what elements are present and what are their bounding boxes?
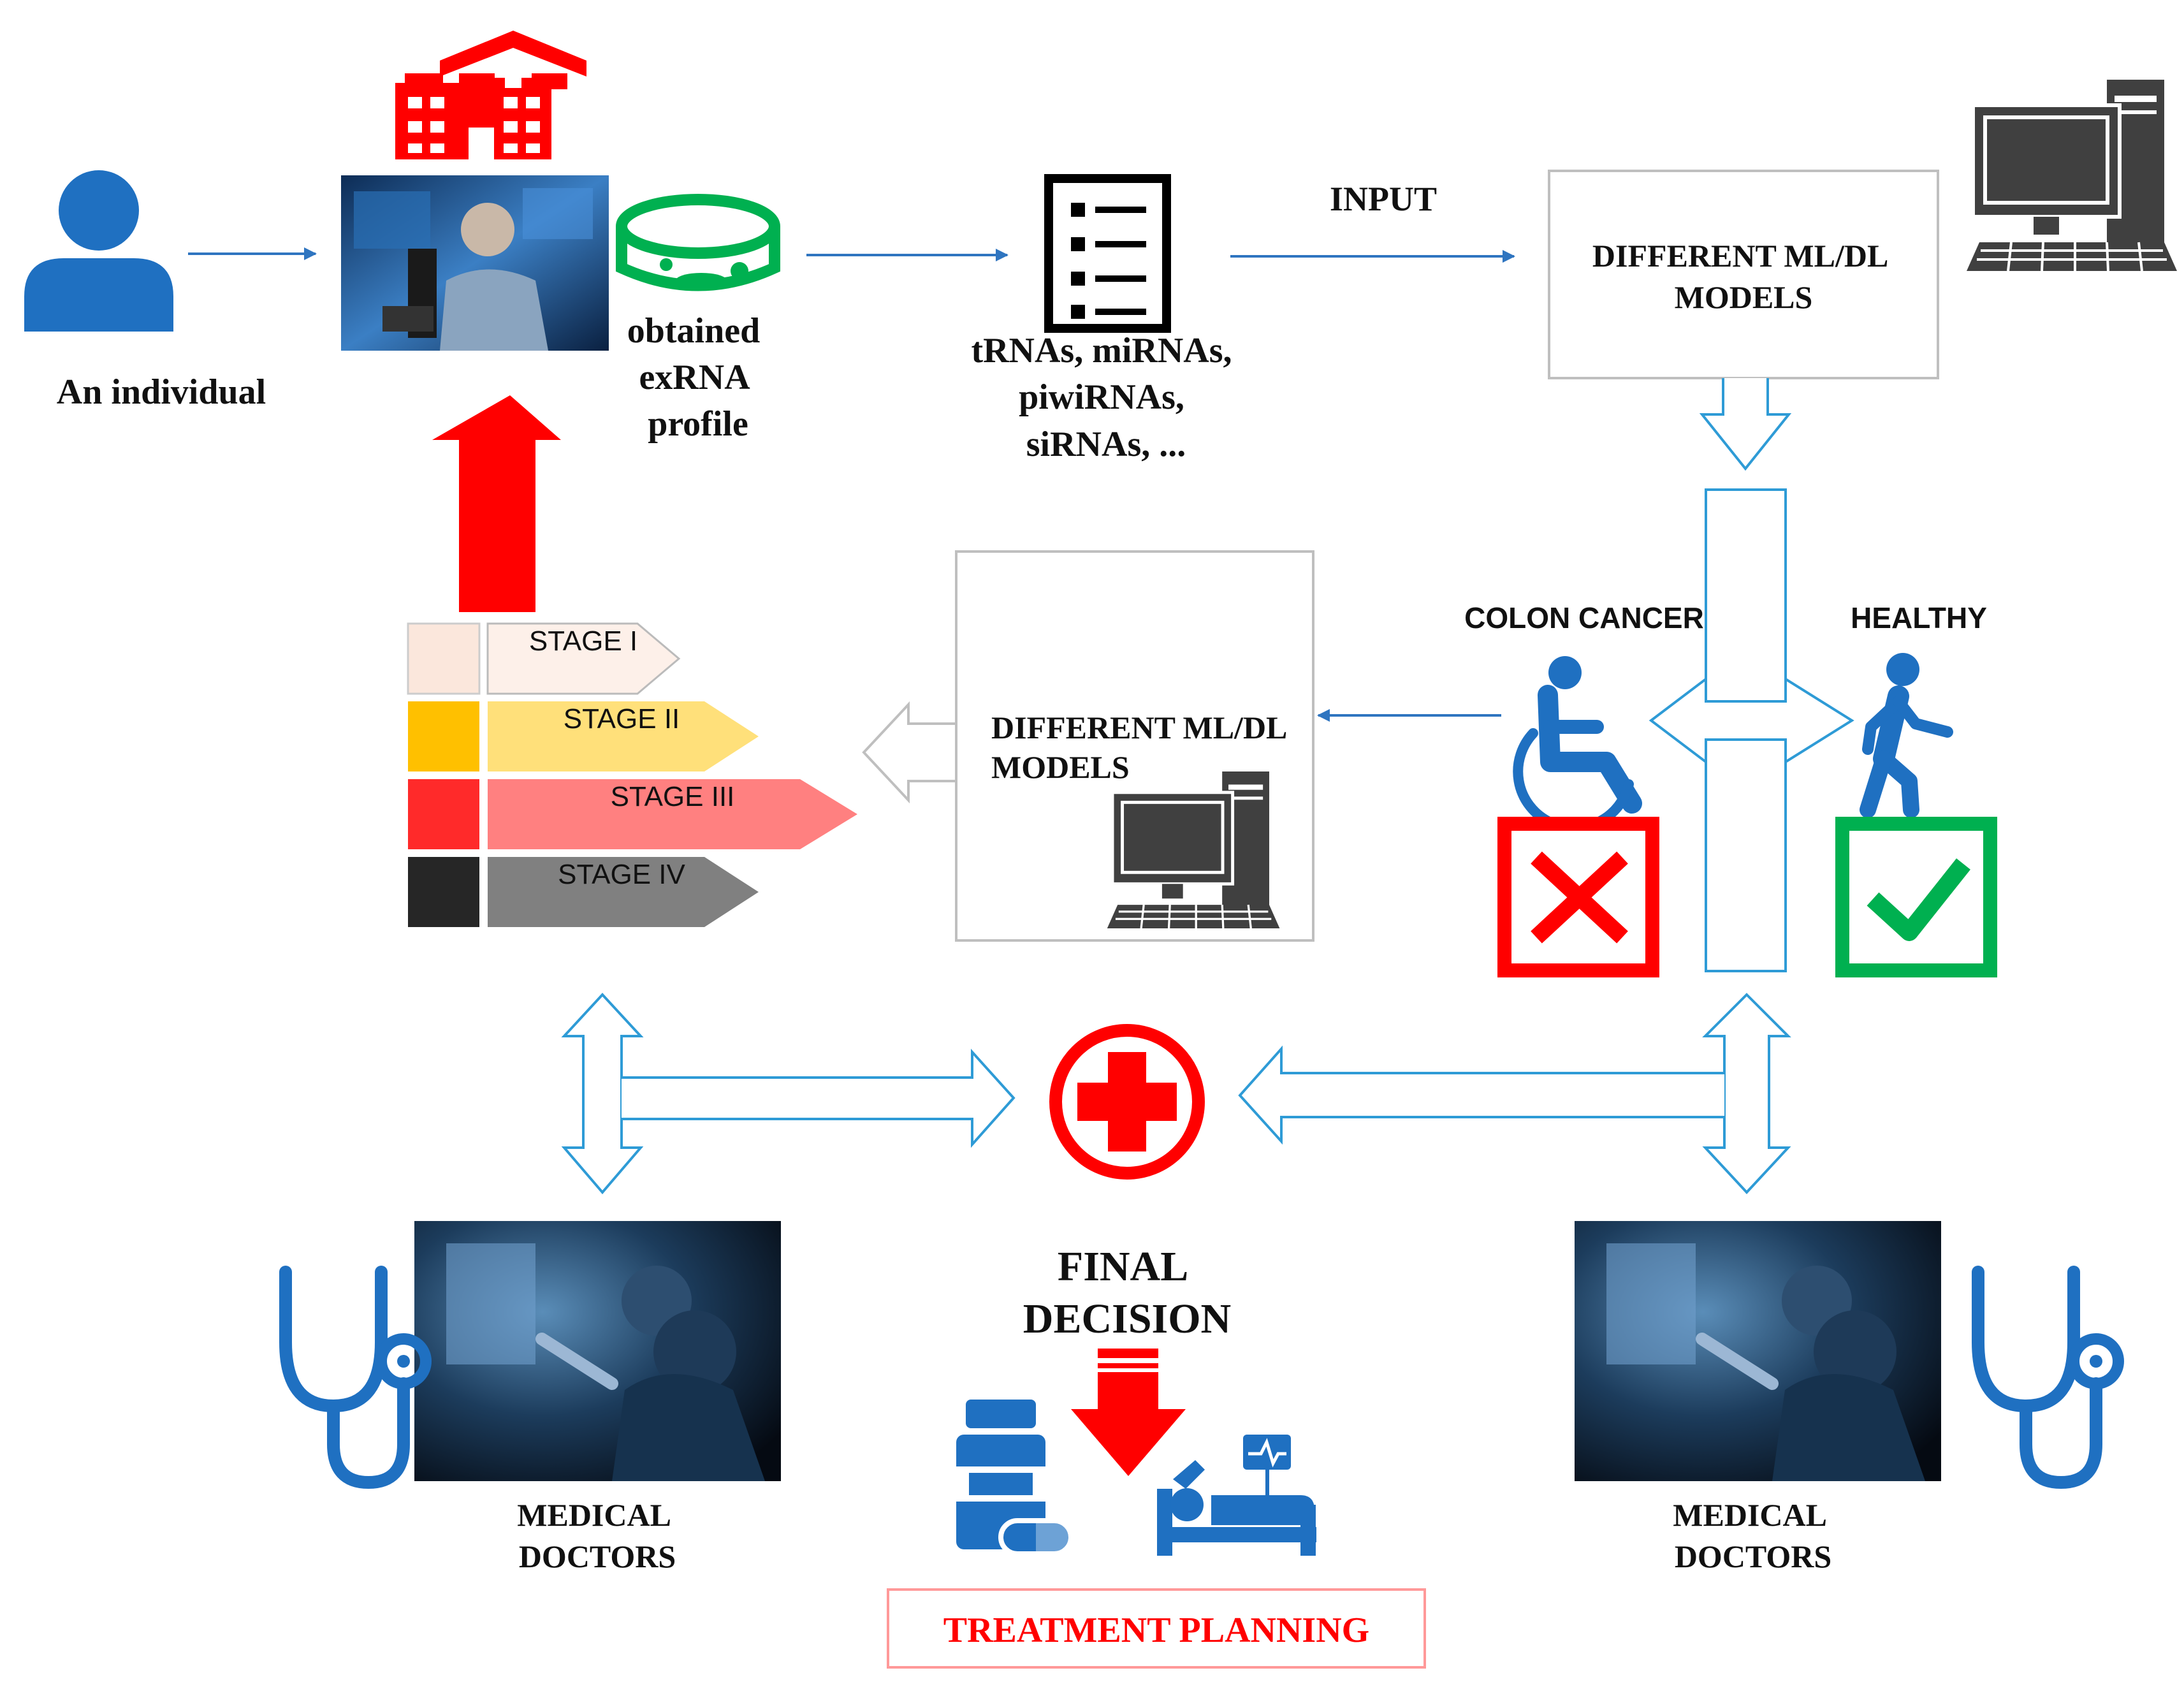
stage-chart: STAGE I STAGE II STAGE III STAGE IV <box>407 622 857 927</box>
svg-text:FINAL DECISION: FINAL DECISION <box>1023 1243 1231 1342</box>
svg-text:tRNAs, miRNAs, piwiRNAs,: tRNAs, miRNAs, piwiRNAs, siRNAs, ... <box>971 331 1241 464</box>
rna-label-line2: piwiRNAs, <box>1019 377 1184 417</box>
individual-label: An individual <box>57 372 266 412</box>
computer-icon <box>1967 80 2177 271</box>
petri-dish-icon <box>616 194 780 291</box>
final-label-line2: DECISION <box>1023 1296 1231 1342</box>
hospital-icon <box>395 31 586 159</box>
hospital-bed-icon <box>1157 1435 1316 1556</box>
models-box-top <box>1548 170 1939 379</box>
treatment-planning-label: TREATMENT PLANNING <box>943 1611 1369 1650</box>
stage-label: STAGE I <box>529 625 637 657</box>
doctors-left-line2: DOCTORS <box>519 1539 676 1574</box>
checklist-icon <box>1044 174 1171 333</box>
doctors-right-line1: MEDICAL <box>1673 1497 1826 1533</box>
hollow-double-arrow <box>1649 676 1854 765</box>
models-top-line1: DIFFERENT ML/DL <box>1592 238 1888 274</box>
stethoscope-icon <box>286 1272 426 1482</box>
treatment-planning-box <box>887 1588 1426 1669</box>
colon-cancer-label: COLON CANCER <box>1464 601 1704 634</box>
models-top-line2: MODELS <box>1675 279 1813 315</box>
hollow-vertical-double-arrow <box>561 993 644 1195</box>
pill-icon <box>998 1518 1074 1556</box>
stage-row: STAGE I <box>407 622 681 695</box>
models-mid-line2: MODELS <box>991 749 1130 785</box>
stage-row: STAGE IV <box>408 857 759 927</box>
red-up-arrow <box>432 395 561 612</box>
stage-label: STAGE II <box>564 703 680 735</box>
surgeons-photo <box>1575 1221 1941 1481</box>
doctors-right-line2: DOCTORS <box>1675 1539 1831 1574</box>
doctors-left-line1: MEDICAL <box>517 1497 670 1533</box>
stage-label: STAGE IV <box>558 859 685 890</box>
hollow-arrow-left <box>1238 1045 1724 1145</box>
svg-text:MEDICAL DOCTORS: MEDICAL DOCTORS <box>1673 1497 1833 1574</box>
hollow-arrow-left <box>862 701 957 804</box>
exrna-label-line3: profile <box>648 404 748 444</box>
svg-text:MEDICAL DOCTORS: MEDICAL DOCTORS <box>517 1497 677 1574</box>
walking-person-icon <box>1860 653 1953 818</box>
stage-row: STAGE III <box>408 779 857 849</box>
cross-mark-icon <box>1497 817 1659 977</box>
svg-text:DIFFERENT ML/DL MODELS: DIFFERENT ML/DL MODELS <box>991 710 1293 785</box>
models-mid-line1: DIFFERENT ML/DL <box>991 710 1286 745</box>
red-down-arrow <box>1071 1349 1186 1476</box>
hollow-arrow-down <box>1699 378 1792 471</box>
lab-researcher-photo <box>341 175 609 351</box>
svg-text:obtained exRNA profile: obtained exRNA profile <box>627 311 769 444</box>
stethoscope-icon <box>1978 1272 2118 1482</box>
exrna-label-line2: exRNA <box>639 358 750 397</box>
input-label: INPUT <box>1330 180 1437 218</box>
surgeons-photo <box>414 1221 781 1481</box>
hollow-arrow-right <box>622 1048 1016 1148</box>
rna-label-line1: tRNAs, miRNAs, <box>971 331 1232 370</box>
person-icon <box>24 170 173 332</box>
stage-label: STAGE III <box>611 781 735 812</box>
svg-text:DIFFERENT ML/DL MODELS: DIFFERENT ML/DL MODELS <box>1592 238 1895 315</box>
check-mark-icon <box>1835 817 1997 977</box>
hollow-vertical-double-arrow <box>1702 993 1791 1194</box>
stage-row: STAGE II <box>408 701 759 771</box>
rna-label-line3: siRNAs, ... <box>1026 425 1186 464</box>
exrna-label-line1: obtained <box>627 311 761 351</box>
healthy-label: HEALTHY <box>1851 601 1987 634</box>
final-label-line1: FINAL <box>1058 1243 1187 1290</box>
wheelchair-icon <box>1513 656 1642 833</box>
medical-cross-icon <box>1049 1024 1205 1180</box>
